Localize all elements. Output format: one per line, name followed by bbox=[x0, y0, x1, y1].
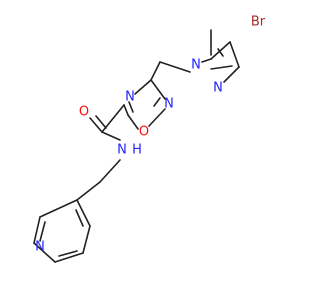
bond bbox=[128, 101, 134, 113]
bond bbox=[150, 79, 166, 100]
bond bbox=[159, 61, 191, 73]
bond bbox=[210, 65, 233, 70]
bond bbox=[150, 61, 161, 81]
atom-label-n-oxadiazole: N bbox=[125, 90, 135, 105]
bond bbox=[76, 199, 91, 227]
molecule-structure-diagram: Br N N N N O O N H N bbox=[33, 15, 266, 263]
bond bbox=[229, 41, 240, 68]
bond bbox=[148, 108, 166, 127]
bond-lines bbox=[33, 29, 240, 263]
atom-label-br: Br bbox=[251, 15, 266, 30]
atom-label-n-amide: N bbox=[117, 143, 127, 158]
bond bbox=[95, 115, 107, 129]
bond bbox=[127, 114, 139, 130]
bond bbox=[58, 250, 78, 257]
bond bbox=[223, 66, 240, 83]
atom-label-h-amide: H bbox=[132, 143, 142, 158]
bond bbox=[217, 48, 224, 57]
bond bbox=[39, 221, 46, 242]
bond bbox=[210, 41, 231, 60]
bond bbox=[54, 252, 84, 263]
bond bbox=[134, 79, 152, 95]
bond bbox=[76, 181, 101, 201]
bond bbox=[153, 97, 161, 107]
atom-label-n-pyrazole: N bbox=[191, 58, 201, 73]
bond bbox=[89, 117, 103, 133]
bond bbox=[39, 199, 78, 218]
atom-label-n-oxadiazole: N bbox=[164, 97, 174, 112]
bond bbox=[201, 58, 212, 63]
bond bbox=[101, 131, 121, 141]
bond bbox=[123, 104, 129, 116]
bond bbox=[33, 242, 56, 263]
bond bbox=[75, 209, 84, 227]
atom-labels: Br N N N N O O N H N bbox=[35, 15, 266, 255]
atom-label-o-carbonyl: O bbox=[79, 105, 89, 120]
atom-label-n-pyrazole: N bbox=[213, 81, 223, 96]
atom-label-o-oxadiazole: O bbox=[139, 125, 149, 140]
bond bbox=[99, 159, 121, 183]
bond bbox=[33, 216, 41, 244]
atom-label-n-pyridine: N bbox=[35, 240, 45, 255]
bond bbox=[82, 225, 91, 254]
